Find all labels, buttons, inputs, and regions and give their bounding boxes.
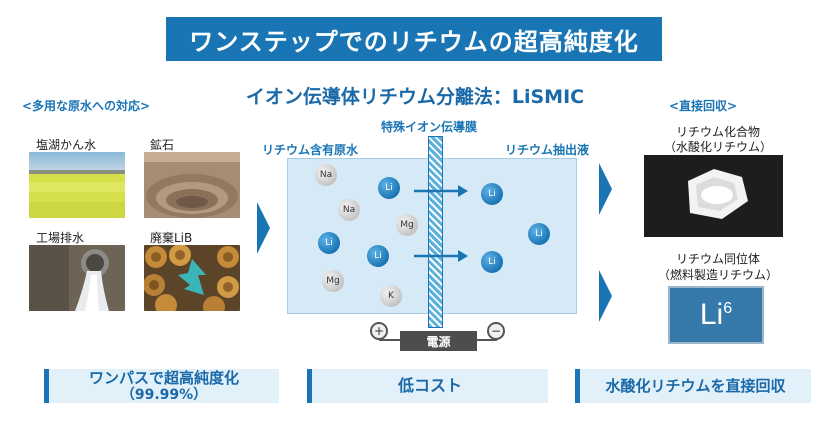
flow-arrow-lower bbox=[414, 250, 468, 262]
ion-li-3: Li bbox=[367, 245, 389, 267]
chevron-right-icon bbox=[599, 163, 612, 215]
chevron-right-icon bbox=[599, 270, 612, 322]
raw-water-label: リチウム含有原水 bbox=[262, 143, 359, 157]
power-supply: 電源 bbox=[400, 331, 477, 351]
product-isotope-sublabel: （燃料製造リチウム） bbox=[657, 268, 778, 282]
ion-na-2: Na bbox=[338, 199, 360, 221]
isotope-symbol: Li bbox=[699, 298, 724, 331]
flow-arrow-upper bbox=[414, 185, 468, 197]
waste-battery-photo bbox=[144, 245, 240, 311]
ion-mg-1: Mg bbox=[396, 214, 418, 236]
source-label-brine: 塩湖かん水 bbox=[36, 138, 97, 152]
source-label-waste-lib: 廃棄LiB bbox=[150, 231, 193, 245]
product-compound-label: リチウム化合物 bbox=[675, 125, 760, 139]
chevron-right-icon bbox=[257, 202, 270, 254]
ion-k-1: K bbox=[380, 285, 402, 307]
source-label-wastewater: 工場排水 bbox=[36, 231, 85, 245]
ore-mine-image bbox=[144, 152, 240, 218]
lithium-6-isotope-tile: Li 6 bbox=[668, 286, 764, 344]
product-compound-sublabel: （水酸化リチウム） bbox=[663, 140, 772, 154]
ore-mine-photo bbox=[144, 152, 240, 218]
membrane-label: 特殊イオン伝導膜 bbox=[381, 120, 478, 134]
source-label-ore: 鉱石 bbox=[150, 138, 175, 152]
ion-li-1: Li bbox=[378, 177, 400, 199]
benefit-box-purity: ワンパスで超高純度化 （99.99%） bbox=[44, 369, 279, 403]
ion-li-extracted-3: Li bbox=[481, 251, 503, 273]
battery-image bbox=[144, 245, 240, 311]
benefit-box-direct-recovery: 水酸化リチウムを直接回収 bbox=[575, 369, 811, 403]
benefit-purity-line2: （99.99%） bbox=[120, 386, 208, 403]
benefit-purity-line1: ワンパスで超高純度化 bbox=[88, 368, 239, 387]
lithium-hydroxide-photo bbox=[644, 155, 783, 237]
positive-electrode: + bbox=[370, 322, 388, 340]
ion-li-extracted-2: Li bbox=[528, 223, 550, 245]
isotope-mass-number: 6 bbox=[723, 300, 733, 317]
page-title: ワンステップでのリチウムの超高純度化 bbox=[189, 27, 639, 56]
title-banner: ワンステップでのリチウムの超高純度化 bbox=[166, 17, 662, 61]
brine-lake-photo bbox=[29, 152, 125, 218]
ion-na-1: Na bbox=[315, 164, 337, 186]
ion-mg-2: Mg bbox=[322, 270, 344, 292]
brine-lake-image bbox=[29, 152, 125, 218]
product-isotope-label: リチウム同位体 bbox=[675, 252, 760, 266]
ion-li-extracted-1: Li bbox=[481, 183, 503, 205]
left-section-header: <多用な原水への対応> bbox=[22, 99, 151, 113]
negative-electrode: − bbox=[487, 322, 505, 340]
ion-li-2: Li bbox=[318, 232, 340, 254]
ion-conductive-membrane bbox=[428, 136, 443, 328]
extract-label: リチウム抽出液 bbox=[505, 143, 590, 157]
subtitle: イオン伝導体リチウム分離法：LiSMIC bbox=[245, 86, 585, 108]
wastewater-photo bbox=[29, 245, 125, 311]
lithium-hydroxide-image bbox=[644, 155, 783, 237]
wastewater-image bbox=[29, 245, 125, 311]
right-section-header: <直接回収> bbox=[669, 99, 738, 113]
benefit-box-low-cost: 低コスト bbox=[307, 369, 548, 403]
